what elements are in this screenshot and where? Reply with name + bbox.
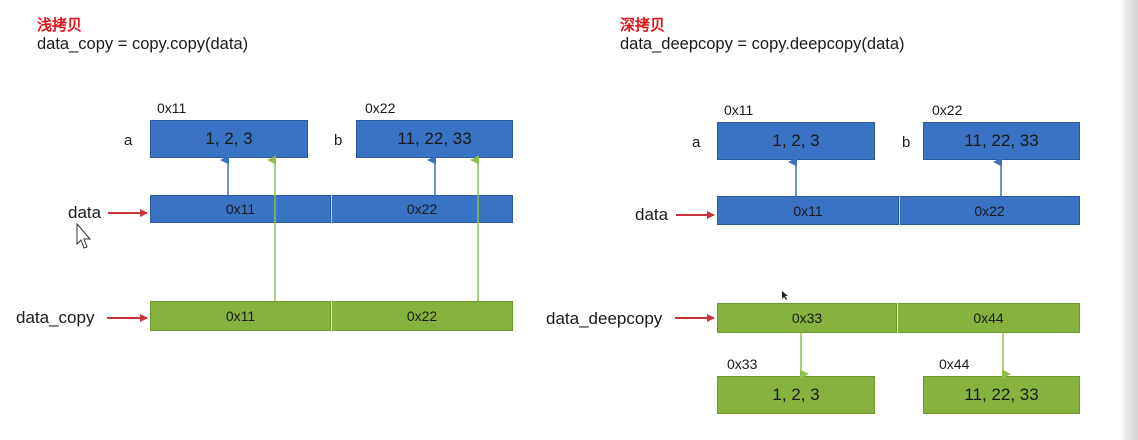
deep-var-b: b [902, 134, 911, 151]
small-cursor-icon [782, 291, 788, 300]
shallow-addr-a: 0x11 [157, 100, 187, 116]
shallow-copy-cell-1: 0x11 [150, 301, 331, 331]
deep-data-divider [899, 196, 900, 225]
deep-copy-title: 深拷贝 [620, 16, 666, 34]
deep-addr-a: 0x11 [724, 102, 754, 118]
shallow-list-a-box: 1, 2, 3 [150, 120, 308, 158]
deep-copy-cell-2: 0x44 [897, 303, 1080, 333]
shallow-data-divider [331, 195, 332, 223]
deep-list-b-box: 11, 22, 33 [923, 122, 1080, 160]
shallow-data-cell-1: 0x11 [150, 195, 331, 223]
shallow-data-cell-2: 0x22 [331, 195, 513, 223]
shallow-list-b-box: 11, 22, 33 [356, 120, 513, 158]
deep-addr-new-b: 0x44 [939, 356, 970, 372]
deep-var-a: a [692, 134, 701, 151]
shallow-copy-divider [331, 301, 332, 331]
deep-data-cell-1: 0x11 [717, 196, 899, 225]
deep-data-label: data [635, 205, 669, 224]
shallow-var-b: b [334, 132, 343, 149]
deep-data-cell-2: 0x22 [899, 196, 1080, 225]
window-edge [1120, 0, 1138, 440]
deep-new-list-b-box: 11, 22, 33 [923, 376, 1080, 414]
shallow-addr-b: 0x22 [365, 100, 396, 116]
mouse-cursor-icon [76, 222, 92, 249]
shallow-copy-title: 浅拷贝 [37, 16, 83, 34]
deep-new-list-a-box: 1, 2, 3 [717, 376, 875, 414]
shallow-data-label: data [68, 203, 102, 222]
deep-addr-b: 0x22 [932, 102, 963, 118]
deep-copy-divider [897, 303, 898, 333]
shallow-var-a: a [124, 132, 133, 149]
shallow-copy-label: data_copy [16, 308, 95, 327]
deep-addr-new-a: 0x33 [727, 356, 758, 372]
deep-copy-cell-1: 0x33 [717, 303, 897, 333]
shallow-copy-code: data_copy = copy.copy(data) [37, 35, 249, 53]
deep-copy-label: data_deepcopy [546, 309, 663, 328]
deep-copy-code: data_deepcopy = copy.deepcopy(data) [620, 35, 905, 53]
